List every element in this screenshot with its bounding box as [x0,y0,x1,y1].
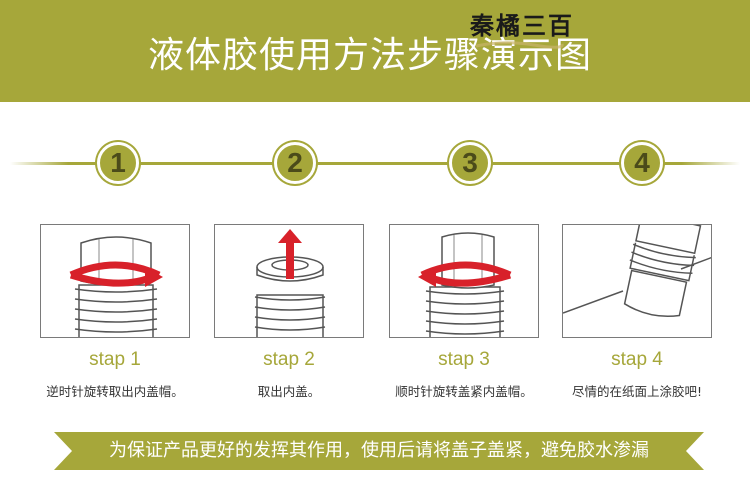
brand-logo: 秦橘三百 [470,6,610,66]
unscrew-cap-icon [69,236,163,337]
header-bar: 液体胶使用方法步骤演示图 秦橘三百 [0,0,750,102]
step-2-description: 取出内盖。 [257,384,321,399]
step-3-description: 顺时针旋转盖紧内盖帽。 [395,384,533,399]
step-progress-line [10,162,740,165]
step-1-description: 逆时针旋转取出内盖帽。 [46,384,184,399]
step-number-4: 4 [621,142,663,184]
step-1-label: stap 1 [89,349,141,370]
brush-stroke-icon [475,41,564,49]
step-3-illustration [389,224,539,338]
step-2-illustration [214,224,364,338]
step-4-label: stap 4 [611,349,663,370]
screw-cap-icon [418,232,512,337]
step-3-label: stap 3 [438,349,490,370]
step-2-label: stap 2 [263,349,315,370]
step-4-description: 尽情的在纸面上涂胶吧! [571,384,702,399]
page-title: 液体胶使用方法步骤演示图 [147,35,592,76]
brand-logo-text: 秦橘三百 [470,11,574,40]
lift-lid-icon [254,229,326,337]
step-1-illustration [40,224,190,338]
notice-banner: 为保证产品更好的发挥其作用，使用后请将盖子盖紧，避免胶水渗漏 [54,432,704,470]
banner-ribbon-shape [54,432,704,470]
step-number-2: 2 [274,142,316,184]
step-number-1: 1 [97,142,139,184]
apply-glue-icon [563,225,711,317]
notice-text: 为保证产品更好的发挥其作用，使用后请将盖子盖紧，避免胶水渗漏 [109,440,649,461]
step-4-illustration [562,224,712,338]
step-number-3: 3 [449,142,491,184]
